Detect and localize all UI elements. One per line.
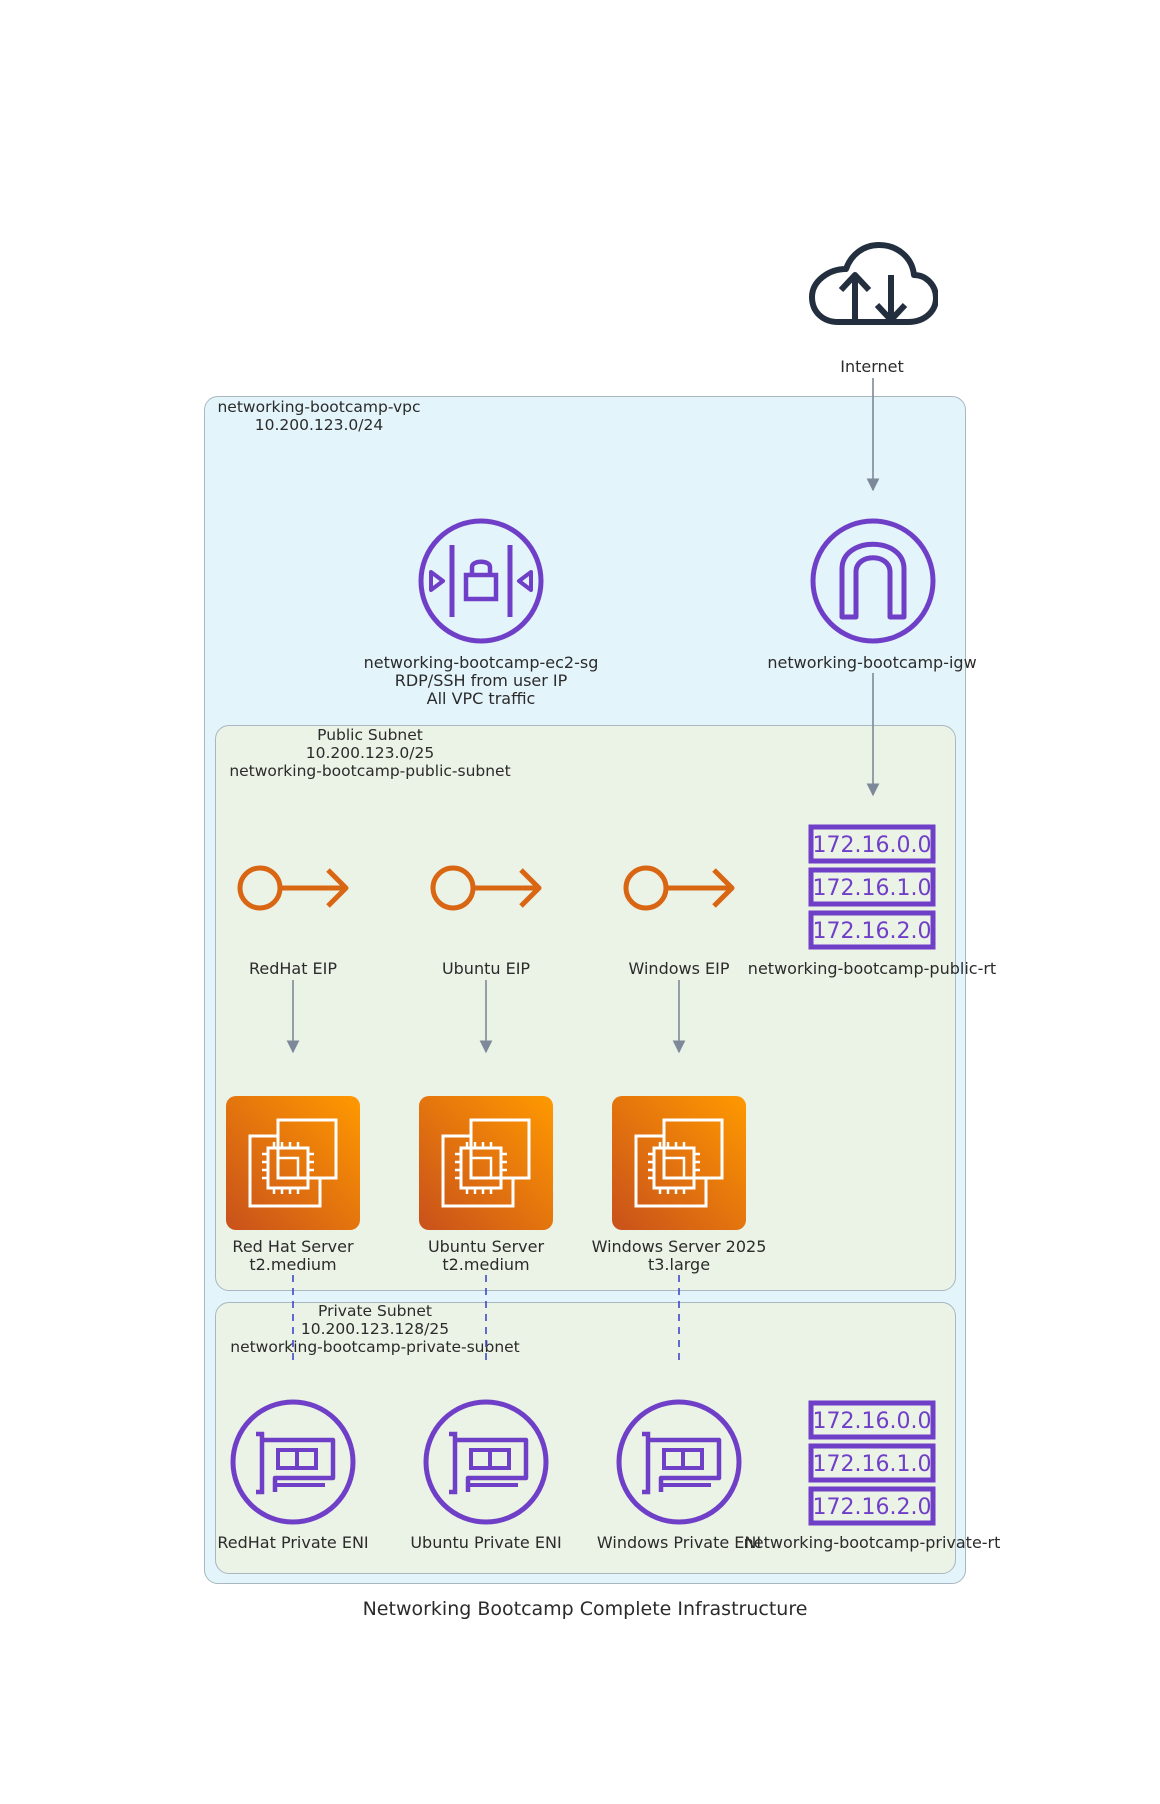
windows-server-type: t3.large	[647, 1255, 711, 1274]
public-subnet-cidr: 10.200.123.0/25	[305, 744, 435, 762]
diagram-title: Networking Bootcamp Complete Infrastruct…	[362, 1598, 808, 1620]
internet-gateway-icon	[810, 518, 936, 644]
private-rt-label: networking-bootcamp-private-rt	[743, 1533, 1001, 1552]
public-rt-route-1: 172.16.0.0	[813, 833, 932, 858]
private-rt-route-2: 172.16.1.0	[813, 1452, 932, 1477]
ubuntu-server-label: Ubuntu Server t2.medium	[428, 1238, 544, 1274]
ubuntu-eip-label: Ubuntu EIP	[441, 959, 531, 978]
security-group-rule-1: RDP/SSH from user IP	[394, 671, 568, 690]
ubuntu-server-type: t2.medium	[442, 1255, 530, 1274]
public-rt-route-2: 172.16.1.0	[813, 876, 932, 901]
public-subnet-label: Public Subnet 10.200.123.0/25 networking…	[229, 726, 510, 780]
public-subnet-name: networking-bootcamp-public-subnet	[229, 762, 511, 780]
redhat-eni-label: RedHat Private ENI	[217, 1533, 369, 1552]
redhat-server-ec2-icon	[226, 1096, 360, 1230]
private-subnet-cidr: 10.200.123.128/25	[300, 1320, 450, 1338]
vpc-name: networking-bootcamp-vpc	[217, 398, 421, 416]
private-route-table-icon: 172.16.0.0 172.16.1.0 172.16.2.0	[808, 1400, 936, 1526]
ubuntu-eni-label: Ubuntu Private ENI	[410, 1533, 562, 1552]
igw-label: networking-bootcamp-igw	[767, 653, 977, 672]
ubuntu-server-ec2-icon	[419, 1096, 553, 1230]
redhat-server-label: Red Hat Server t2.medium	[232, 1238, 353, 1274]
public-rt-label: networking-bootcamp-public-rt	[747, 959, 997, 978]
windows-server-name: Windows Server 2025	[591, 1237, 767, 1256]
public-route-table-icon: 172.16.0.0 172.16.1.0 172.16.2.0	[808, 824, 936, 950]
redhat-eip-label: RedHat EIP	[248, 959, 338, 978]
windows-server-label: Windows Server 2025 t3.large	[592, 1238, 767, 1274]
public-rt-route-3: 172.16.2.0	[813, 919, 932, 944]
private-subnet-name: networking-bootcamp-private-subnet	[230, 1338, 520, 1356]
private-rt-route-1: 172.16.0.0	[813, 1409, 932, 1434]
windows-eip-icon	[623, 865, 735, 911]
redhat-server-name: Red Hat Server	[232, 1237, 354, 1256]
windows-eni-label: Windows Private ENI	[596, 1533, 762, 1552]
public-subnet-title: Public Subnet	[317, 726, 423, 744]
vpc-label: networking-bootcamp-vpc 10.200.123.0/24	[217, 398, 420, 434]
private-subnet-title: Private Subnet	[318, 1302, 432, 1320]
windows-eip-label: Windows EIP	[628, 959, 730, 978]
ubuntu-server-name: Ubuntu Server	[427, 1237, 545, 1256]
ubuntu-eni-icon	[423, 1399, 549, 1525]
redhat-eip-icon	[237, 865, 349, 911]
windows-server-ec2-icon	[612, 1096, 746, 1230]
ubuntu-eip-icon	[430, 865, 542, 911]
security-group-name: networking-bootcamp-ec2-sg	[363, 653, 599, 672]
private-rt-route-3: 172.16.2.0	[813, 1495, 932, 1520]
windows-eni-icon	[616, 1399, 742, 1525]
security-group-label: networking-bootcamp-ec2-sg RDP/SSH from …	[364, 654, 599, 708]
vpc-cidr: 10.200.123.0/24	[254, 416, 384, 434]
private-subnet-label: Private Subnet 10.200.123.128/25 network…	[230, 1302, 520, 1356]
internet-label: Internet	[840, 357, 904, 376]
security-group-rule-2: All VPC traffic	[426, 689, 536, 708]
security-group-icon	[418, 518, 544, 644]
internet-cloud-icon	[809, 242, 938, 325]
redhat-server-type: t2.medium	[249, 1255, 337, 1274]
redhat-eni-icon	[230, 1399, 356, 1525]
